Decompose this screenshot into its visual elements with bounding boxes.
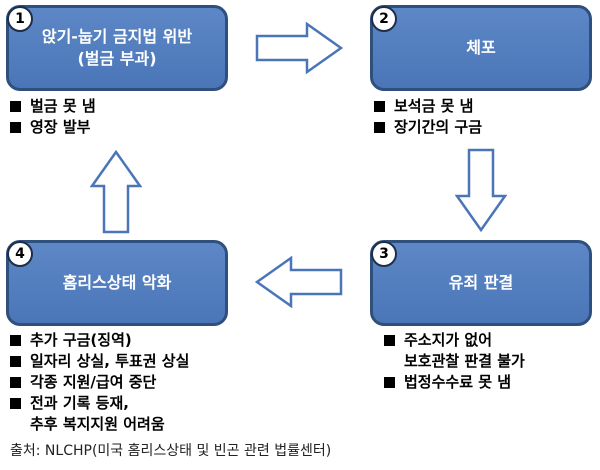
step-3-title: 유죄 판결 xyxy=(448,273,514,292)
step-1-title-line-1: 앉기-눕기 금지법 위반 xyxy=(41,27,193,46)
source-caption: 출처: NLCHP(미국 홈리스상태 및 빈곤 관련 법률센터) xyxy=(10,443,332,459)
step-3-box: 3 유죄 판결 xyxy=(370,240,592,326)
step-1-consequences: 벌금 못 냄 영장 발부 xyxy=(10,96,96,138)
step-1-box: 1 앉기-눕기 금지법 위반 (벌금 부과) xyxy=(6,5,228,91)
arrow-right-icon xyxy=(255,22,343,74)
list-item: 전과 기록 등재,추후 복지지원 어려움 xyxy=(10,393,189,435)
step-2-consequences: 보석금 못 냄 장기간의 구금 xyxy=(374,96,482,138)
step-2-number: 2 xyxy=(371,6,397,32)
arrow-down-icon xyxy=(455,148,507,232)
list-item: 보석금 못 냄 xyxy=(374,96,482,117)
arrow-left-icon xyxy=(255,256,343,308)
step-4-consequences: 추가 구금(징역) 일자리 상실, 투표권 상실 각종 지원/급여 중단 전과 … xyxy=(10,330,189,435)
arrow-up-icon xyxy=(90,150,142,234)
list-item: 법정수수료 못 냄 xyxy=(384,372,525,393)
step-2-box: 2 체포 xyxy=(370,5,592,91)
step-4-title: 홈리스상태 악화 xyxy=(62,273,172,292)
step-2-title: 체포 xyxy=(466,38,496,57)
list-item: 영장 발부 xyxy=(10,117,96,138)
step-4-number: 4 xyxy=(7,241,33,267)
step-3-number: 3 xyxy=(371,241,397,267)
list-item: 벌금 못 냄 xyxy=(10,96,96,117)
list-item: 일자리 상실, 투표권 상실 xyxy=(10,351,189,372)
step-1-number: 1 xyxy=(7,6,33,32)
step-4-box: 4 홈리스상태 악화 xyxy=(6,240,228,326)
step-1-title-line-2: (벌금 부과) xyxy=(77,49,157,68)
list-item: 장기간의 구금 xyxy=(374,117,482,138)
list-item: 추가 구금(징역) xyxy=(10,330,189,351)
list-item: 각종 지원/급여 중단 xyxy=(10,372,189,393)
